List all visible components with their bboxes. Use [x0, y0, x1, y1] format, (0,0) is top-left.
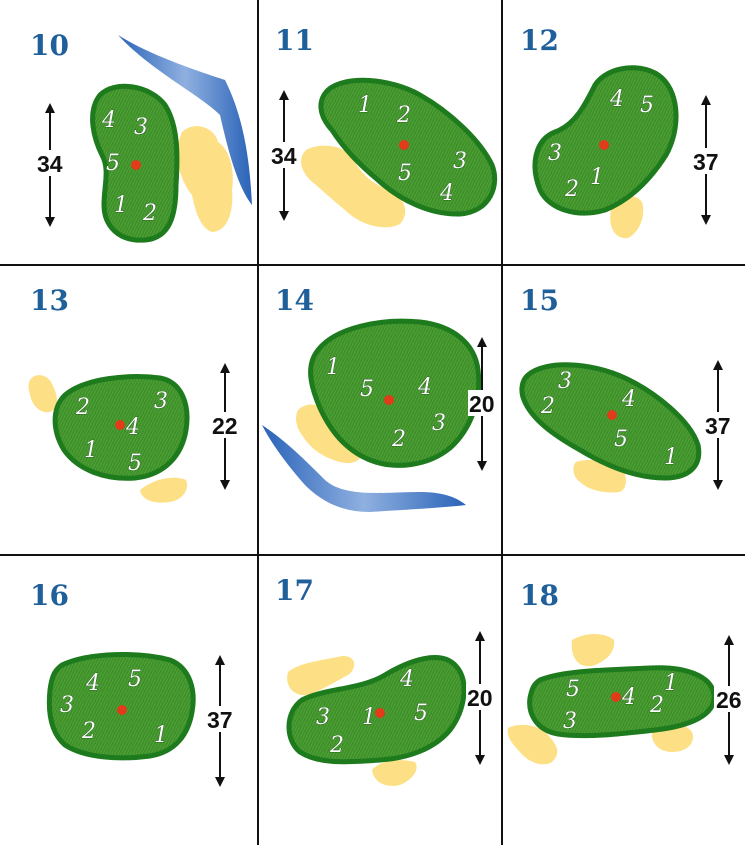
- pin: [611, 692, 621, 702]
- hole-15-panel: 15 3 2 4 5 1 37: [520, 284, 732, 493]
- pin-position-label: 1: [664, 445, 678, 470]
- pin-position-label: 3: [316, 705, 330, 730]
- pin-position-label: 2: [391, 427, 406, 452]
- depth-label: 34: [271, 143, 297, 169]
- hole-number: 14: [275, 284, 314, 317]
- bunker: [572, 634, 614, 666]
- pin-position-label: 1: [326, 355, 340, 380]
- pin-position-label: 1: [664, 671, 678, 696]
- pin-position-label: 5: [128, 451, 142, 476]
- pin-position-label: 5: [614, 427, 628, 452]
- pin-position-label: 3: [453, 149, 467, 174]
- depth-label: 20: [469, 391, 495, 417]
- pin-position-label: 5: [360, 377, 374, 402]
- pin: [599, 140, 609, 150]
- pin: [131, 160, 141, 170]
- pin-position-label: 3: [154, 389, 168, 414]
- pin-position-label: 2: [564, 177, 579, 202]
- pin-position-label: 2: [540, 394, 555, 419]
- pin-position-label: 3: [548, 141, 562, 166]
- pin-position-label: 2: [396, 103, 411, 128]
- depth-label: 34: [37, 151, 63, 177]
- pin-position-label: 2: [75, 395, 90, 420]
- pin-position-label: 2: [142, 201, 157, 226]
- pin-position-label: 3: [563, 709, 577, 734]
- pin-position-label: 5: [640, 93, 654, 118]
- pin-position-label: 5: [398, 161, 412, 186]
- hole-number: 18: [520, 579, 559, 612]
- hole-number: 15: [520, 284, 559, 317]
- hole-18-panel: 18 5 4 1 2 3 26: [508, 579, 744, 764]
- pin-position-label: 3: [558, 369, 572, 394]
- pin: [399, 140, 409, 150]
- pin-position-label: 1: [362, 705, 376, 730]
- depth-label: 37: [207, 707, 233, 733]
- pin-position-label: 4: [621, 387, 636, 412]
- pin-position-label: 4: [621, 685, 636, 710]
- hole-16-panel: 16 4 5 3 2 1 37: [30, 579, 234, 782]
- pin-position-label: 4: [439, 181, 454, 206]
- pin-position-label: 2: [649, 693, 664, 718]
- pin-position-label: 1: [590, 165, 604, 190]
- pin-position-label: 5: [106, 151, 120, 176]
- hole-number: 11: [275, 24, 314, 57]
- pin-position-label: 1: [114, 193, 128, 218]
- depth-label: 22: [212, 413, 238, 439]
- hole-17-panel: 17 4 3 1 5 2 20: [275, 574, 494, 786]
- pin-position-label: 3: [60, 693, 74, 718]
- hole-number: 12: [520, 24, 559, 57]
- bunker: [29, 375, 58, 412]
- pin: [117, 705, 127, 715]
- pin-position-label: 1: [154, 723, 168, 748]
- pin: [607, 410, 617, 420]
- hole-13-panel: 13 2 3 4 1 5 22: [29, 284, 240, 503]
- pin-position-label: 2: [81, 719, 96, 744]
- hole-number: 13: [30, 284, 69, 317]
- pin-position-label: 4: [85, 671, 100, 696]
- pin-position-label: 5: [128, 667, 142, 692]
- pin-position-label: 4: [101, 108, 116, 133]
- pin-position-label: 5: [414, 701, 428, 726]
- pin: [375, 708, 385, 718]
- pin-position-label: 1: [358, 93, 372, 118]
- pin-position-label: 3: [134, 115, 148, 140]
- pin-position-label: 5: [566, 677, 580, 702]
- pin-position-label: 4: [399, 667, 414, 692]
- hole-12-panel: 12 4 5 3 1 2 37: [520, 24, 720, 238]
- pin-position-label: 2: [329, 733, 344, 758]
- pin-position-label: 1: [84, 438, 98, 463]
- bunker: [372, 760, 417, 786]
- pin: [384, 395, 394, 405]
- pin-position-label: 4: [417, 375, 432, 400]
- pin-position-label: 4: [609, 87, 624, 112]
- depth-label: 26: [716, 687, 742, 713]
- pin-position-label: 3: [432, 411, 446, 436]
- hole-14-panel: 14 1 5 4 3 2 20: [262, 284, 496, 512]
- bunker: [140, 478, 187, 503]
- pin-position-label: 4: [125, 415, 140, 440]
- depth-label: 37: [705, 413, 731, 439]
- bunker: [177, 126, 232, 232]
- pin: [115, 420, 125, 430]
- depth-label: 20: [467, 685, 493, 711]
- hole-number: 16: [30, 579, 69, 612]
- hole-number: 17: [275, 574, 314, 607]
- depth-label: 37: [693, 149, 719, 175]
- hole-10-panel: 10 4 3 5 1 2 34: [30, 29, 252, 240]
- hole-11-panel: 11 1 2 3 5 4 34: [270, 24, 495, 227]
- hole-number: 10: [30, 29, 69, 62]
